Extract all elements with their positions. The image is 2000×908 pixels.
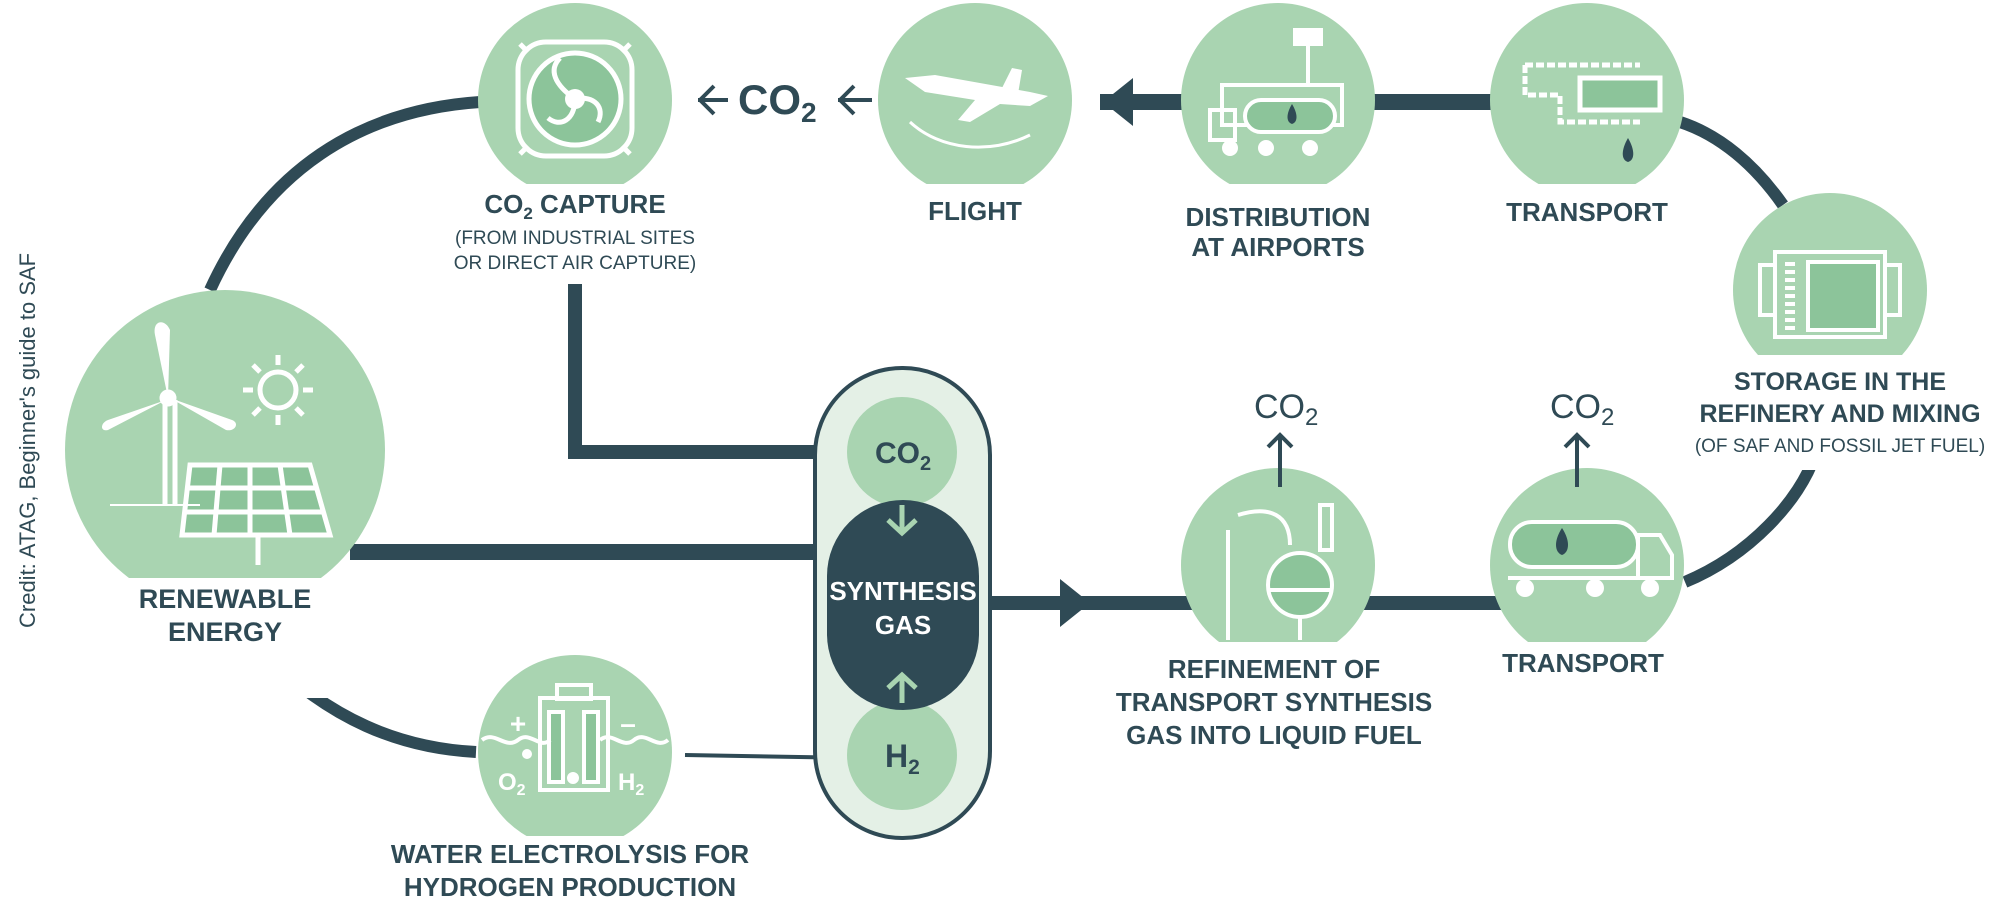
synthesis-co2-circle: [847, 397, 957, 507]
flight-co2-main: CO: [738, 76, 801, 123]
synthesis-co2-main: CO: [875, 437, 920, 470]
synthesis-h2-main: H: [885, 738, 908, 774]
label-masks: [70, 184, 2000, 908]
distribution-title-2: AT AIRPORTS: [1191, 232, 1364, 262]
transport-bottom-title: TRANSPORT: [1502, 648, 1664, 678]
pipeline-icon: [1522, 62, 1663, 162]
synthesis-h2-circle: [847, 700, 957, 810]
electrolysis-minus: –: [620, 708, 636, 739]
flight-co2-label: CO2: [738, 76, 817, 128]
refinery-icon: [1226, 503, 1334, 640]
airplane-icon: [905, 68, 1048, 149]
electrolysis-icon: [480, 683, 670, 792]
solar-panel-icon: [110, 462, 334, 565]
electrolysis-title-1: WATER ELECTROLYSIS FOR: [391, 839, 749, 869]
refinement-co2-emission: CO2: [1254, 388, 1318, 487]
refinement-title-1: REFINEMENT OF: [1168, 654, 1380, 684]
storage-title-2: REFINERY AND MIXING: [1699, 400, 1980, 428]
co2-capture-title-post: CAPTURE: [533, 189, 666, 219]
synthesis-title-1: SYNTHESIS: [829, 576, 976, 606]
co2-capture-note-1: (FROM INDUSTRIAL SITES: [455, 228, 695, 249]
tanker-truck-icon: [1508, 520, 1674, 597]
refinement-title-3: GAS INTO LIQUID FUEL: [1126, 720, 1422, 750]
electrolysis-h2-main: H: [618, 769, 635, 796]
transport-co2-label: CO2: [1550, 388, 1614, 431]
airport-truck-icon: [1208, 28, 1344, 156]
synthesis-gas-block: [827, 500, 979, 710]
electrolysis-plus: +: [510, 708, 526, 739]
synthesis-co2-label: CO2: [875, 437, 931, 475]
storage-note: (OF SAF AND FOSSIL JET FUEL): [1695, 436, 1985, 457]
distribution-title-1: DISTRIBUTION: [1186, 202, 1371, 232]
synthesis-unit: [813, 366, 992, 840]
renewable-icons: [102, 322, 334, 565]
transport-co2-sub: 2: [1601, 404, 1614, 431]
electrolysis-o2: O2: [498, 769, 526, 799]
node-circles: [65, 3, 1927, 849]
flight-co2-emission: CO2: [698, 76, 872, 128]
electrolysis-o2-main: O: [498, 769, 517, 796]
renewable-title-2: ENERGY: [168, 617, 282, 647]
arrowhead-to-flight: [1103, 78, 1133, 126]
arrowhead-to-refinement: [1060, 579, 1090, 627]
credit-text: Credit: ATAG, Beginner's guide to SAF: [15, 253, 40, 628]
wind-turbine-icon: [102, 322, 237, 505]
synthesis-h2-label: H2: [885, 738, 920, 779]
co2-capture-note-2: OR DIRECT AIR CAPTURE): [454, 253, 696, 274]
transport-co2-emission: CO2: [1550, 388, 1614, 487]
storage-tank-icon: [1758, 250, 1902, 339]
renewable-title-1: RENEWABLE: [139, 584, 312, 614]
co2-capture-title-sub: 2: [523, 204, 532, 223]
synthesis-arrows: [886, 505, 918, 703]
synthesis-title-2: GAS: [875, 610, 931, 640]
co2-capture-title-co: CO: [484, 189, 523, 219]
synthesis-co2-sub: 2: [920, 453, 931, 475]
co2-capture-title: CO2 CAPTURE: [484, 189, 665, 223]
electrolysis-o2-sub: 2: [517, 782, 526, 799]
refinement-co2-label: CO2: [1254, 388, 1318, 431]
transport-top-title: TRANSPORT: [1506, 197, 1668, 227]
electrolysis-h2: H2: [618, 769, 644, 799]
connector-capture-to-synthesis: [568, 280, 850, 459]
electrolysis-h2-sub: 2: [635, 782, 644, 799]
electrolysis-title-2: HYDROGEN PRODUCTION: [404, 872, 736, 902]
sun-icon: [243, 355, 313, 425]
renewable-circle: [65, 290, 385, 610]
connector-renewable-to-capture: [204, 96, 481, 293]
connector-storage-to-transport-top: [1678, 116, 1788, 209]
flight-co2-sub: 2: [801, 97, 817, 128]
electrolysis-circle: [478, 655, 672, 849]
flight-title: FLIGHT: [928, 196, 1022, 226]
storage-title-1: STORAGE IN THE: [1734, 368, 1946, 396]
refinement-title-2: TRANSPORT SYNTHESIS: [1116, 687, 1432, 717]
refinement-co2-main: CO: [1254, 388, 1305, 426]
synthesis-h2-sub: 2: [908, 756, 920, 779]
refinement-co2-sub: 2: [1305, 404, 1318, 431]
connector-transport-to-storage-bottom: [1682, 452, 1821, 588]
fan-icon: [515, 39, 635, 159]
transport-co2-main: CO: [1550, 388, 1601, 426]
